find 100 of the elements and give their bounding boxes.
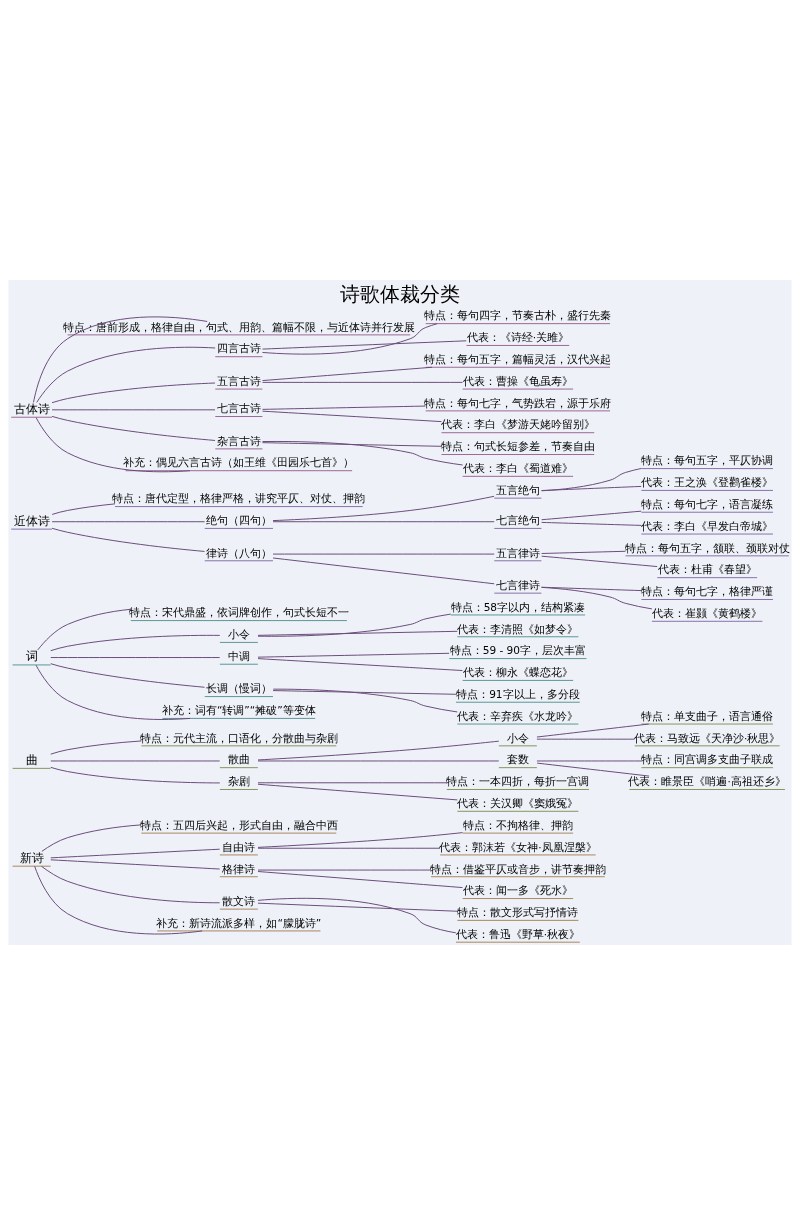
connector bbox=[257, 760, 500, 761]
connector bbox=[272, 689, 457, 695]
connector bbox=[536, 760, 642, 761]
node-text: 杂剧 bbox=[227, 775, 250, 787]
connector bbox=[541, 467, 642, 491]
node-text: 代表：王之涣《登鹳雀楼》 bbox=[641, 475, 774, 488]
connector bbox=[262, 410, 442, 422]
connector bbox=[257, 630, 458, 636]
node-text: 四言古诗 bbox=[216, 342, 261, 354]
connector bbox=[257, 783, 458, 800]
connector bbox=[50, 634, 221, 651]
node-text: 绝句（四句） bbox=[205, 514, 272, 526]
node-text: 五言古诗 bbox=[216, 375, 261, 387]
node-text: 自由诗 bbox=[222, 841, 256, 853]
connector bbox=[262, 405, 426, 410]
node-text: 词 bbox=[25, 648, 38, 663]
node-text: 特点：不拘格律、押韵 bbox=[462, 818, 573, 831]
node-text: 特点：每句四字，节奏古朴，盛行先秦 bbox=[424, 308, 612, 321]
node-text: 代表：关汉卿《窦娥冤》 bbox=[457, 796, 579, 809]
node-text: 杂言古诗 bbox=[216, 435, 261, 447]
node-text: 特点：每句七字，格律严谨 bbox=[641, 584, 774, 597]
connector bbox=[272, 553, 495, 555]
connector bbox=[261, 440, 464, 465]
node-text: 代表：郭沫若《女神·凤凰涅槃》 bbox=[439, 840, 597, 853]
node-text: 特点：每句五字，颔联、颈联对仗 bbox=[624, 541, 790, 554]
node-text: 七言古诗 bbox=[216, 402, 261, 414]
node-text: 长调（慢词） bbox=[205, 682, 272, 694]
node-text: 特点：每句七字，语言凝练 bbox=[641, 497, 774, 510]
connector bbox=[272, 688, 458, 712]
connector bbox=[33, 315, 208, 403]
connector bbox=[541, 550, 626, 554]
connector bbox=[51, 520, 206, 522]
node-text: 代表：马致远《天净沙·秋思》 bbox=[633, 731, 781, 744]
connector bbox=[257, 652, 450, 658]
node-text: 近体诗 bbox=[13, 513, 50, 528]
connector bbox=[541, 510, 642, 520]
node-text: 新诗 bbox=[19, 850, 44, 865]
connector bbox=[50, 740, 142, 755]
node-text: 代表：崔颢《黄鹤楼》 bbox=[652, 606, 763, 619]
connector bbox=[41, 823, 142, 852]
connector bbox=[51, 408, 216, 410]
connector bbox=[272, 520, 495, 522]
node-text: 特点：元代主流，口语化，分散曲与杂剧 bbox=[139, 731, 338, 744]
connector bbox=[261, 322, 438, 355]
node-text: 特点：58字以内，结构紧凑 bbox=[450, 600, 586, 613]
node-text: 特点：唐代定型，格律严格，讲究平仄、对仗、押韵 bbox=[112, 491, 366, 504]
node-text: 补充：新诗流派多样，如“朦胧诗” bbox=[156, 916, 322, 929]
node-text: 特点：每句五字，平仄协调 bbox=[641, 453, 774, 466]
connector bbox=[272, 557, 495, 584]
connector bbox=[541, 485, 642, 491]
connector bbox=[37, 608, 132, 650]
node-text: 五言绝句 bbox=[495, 484, 540, 496]
node-text: 曲 bbox=[25, 752, 38, 767]
connector bbox=[51, 415, 216, 441]
node-text: 代表：睢景臣《哨遍·高祖还乡》 bbox=[628, 774, 786, 787]
connector bbox=[257, 613, 452, 637]
node-text: 代表：闻一多《死水》 bbox=[462, 883, 573, 896]
node-text: 代表：李白《蜀道难》 bbox=[462, 461, 573, 474]
connector bbox=[50, 766, 221, 783]
connector bbox=[50, 858, 221, 870]
connector bbox=[541, 521, 642, 526]
connector bbox=[262, 381, 463, 383]
connector bbox=[541, 555, 658, 567]
node-text: 补充：词有“转调”“摊破”等变体 bbox=[161, 703, 316, 716]
connector bbox=[536, 723, 650, 738]
node-text: 小令 bbox=[227, 628, 250, 640]
connector bbox=[51, 382, 216, 403]
connector bbox=[536, 762, 650, 777]
connector bbox=[35, 664, 191, 720]
node-text: 律诗（八句） bbox=[205, 547, 272, 559]
node-text: 特点：每句七字，气势跌宕，源于乐府 bbox=[424, 396, 612, 409]
node-text: 散文诗 bbox=[222, 895, 256, 907]
connector bbox=[272, 495, 495, 521]
node-text: 特点：散文形式写抒情诗 bbox=[457, 905, 579, 918]
node-text: 代表：曹操《龟虽寿》 bbox=[462, 374, 573, 387]
node-text: 五言律诗 bbox=[495, 547, 540, 559]
node-text: 特点：句式长短参差，节奏自由 bbox=[440, 439, 595, 452]
connector bbox=[262, 441, 442, 447]
node-text: 散曲 bbox=[227, 753, 250, 765]
node-text: 代表：李清照《如梦令》 bbox=[457, 622, 579, 635]
connector bbox=[257, 831, 463, 848]
node-text: 格律诗 bbox=[222, 863, 256, 875]
connector bbox=[257, 740, 500, 760]
node-text: 七言律诗 bbox=[495, 579, 540, 591]
node-text: 小令 bbox=[506, 732, 529, 744]
connector bbox=[262, 339, 467, 350]
node-text: 特点：一本四折，每折一宫调 bbox=[446, 774, 590, 787]
connector bbox=[51, 502, 116, 515]
connector bbox=[257, 870, 463, 888]
diagram-title: 诗歌体裁分类 bbox=[340, 282, 460, 306]
node-text: 代表：《诗经·关雎》 bbox=[466, 330, 570, 343]
node-text: 七言绝句 bbox=[495, 514, 540, 526]
node-text: 特点：每句五字，篇幅灵活，汉代兴起 bbox=[424, 352, 612, 365]
connector bbox=[257, 897, 457, 933]
connector bbox=[34, 865, 203, 935]
node-text: 特点：借鉴平仄或音步，讲节奏押韵 bbox=[429, 862, 606, 875]
node-text: 代表：柳永《蝶恋花》 bbox=[462, 665, 573, 678]
node-text: 特点：唐前形成，格律自由，句式、用韵、篇幅不限，与近体诗并行发展 bbox=[62, 320, 415, 333]
connector bbox=[50, 760, 221, 761]
node-text: 古体诗 bbox=[13, 401, 50, 416]
